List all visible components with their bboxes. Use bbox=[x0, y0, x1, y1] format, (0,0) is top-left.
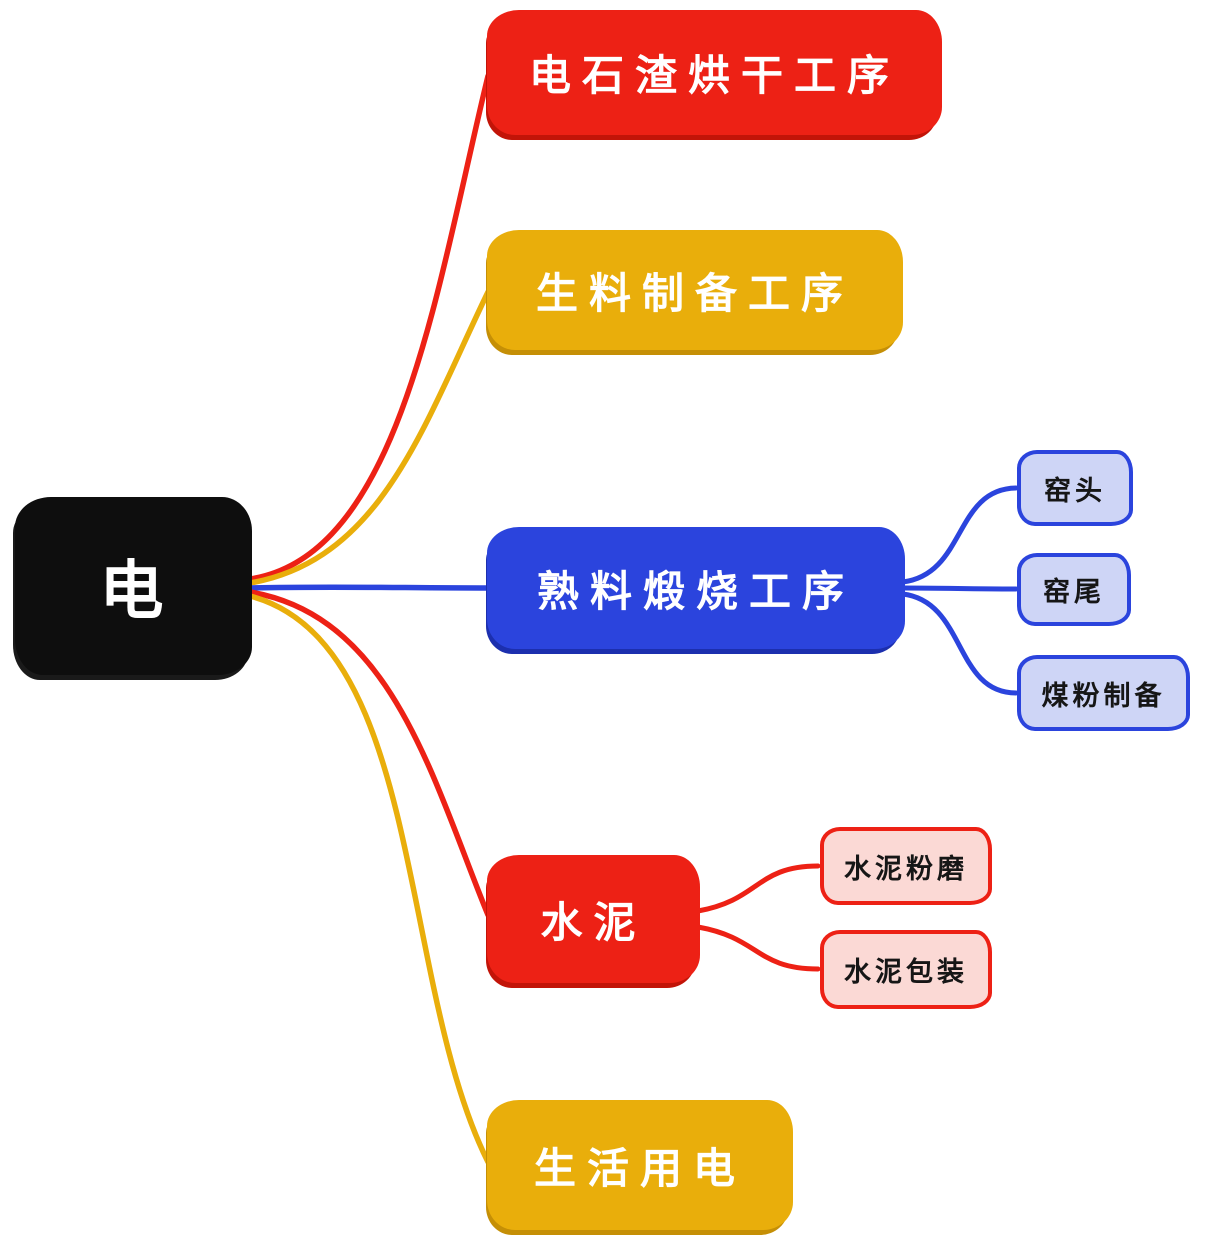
edge-root-to-shengliao bbox=[247, 289, 491, 586]
edge-root-to-shenghuo bbox=[247, 593, 491, 1165]
edge-root-to-shuini bbox=[247, 589, 491, 918]
edge-shuini-to-baozhuang bbox=[695, 924, 821, 972]
node-branch-dianshizha-label: 电石渣烘干工序 bbox=[528, 51, 900, 100]
node-branch-shenghuo-electricity: 生活用电 bbox=[487, 1100, 793, 1230]
edge-root-to-dianshizha bbox=[247, 73, 491, 582]
node-branch-shuliao-calcination: 熟料煅烧工序 bbox=[487, 527, 905, 649]
edge-shuini-to-fenmo bbox=[695, 863, 821, 914]
node-root-label: 电 bbox=[99, 555, 168, 629]
node-branch-shuini-label: 水泥 bbox=[540, 897, 647, 947]
node-child-shuini-fenmo-label: 水泥粉磨 bbox=[844, 853, 968, 885]
edge-root-to-shuliao bbox=[247, 584, 491, 591]
node-branch-dianshizha-drying: 电石渣烘干工序 bbox=[487, 10, 942, 135]
node-child-yaowei-label: 窑尾 bbox=[1043, 577, 1105, 608]
node-branch-shengliao-prep: 生料制备工序 bbox=[487, 230, 903, 350]
node-child-yaowei: 窑尾 bbox=[1017, 553, 1131, 626]
node-child-shuini-baozhuang-label: 水泥包装 bbox=[844, 957, 968, 988]
edge-shuliao-to-meifen bbox=[900, 591, 1019, 696]
edge-shuliao-to-yaowei bbox=[900, 585, 1019, 592]
edge-shuliao-to-yaotou bbox=[900, 485, 1019, 585]
node-child-yaotou: 窑头 bbox=[1017, 450, 1133, 526]
node-branch-shengliao-label: 生料制备工序 bbox=[535, 268, 854, 318]
node-child-shuini-fenmo: 水泥粉磨 bbox=[820, 827, 992, 905]
node-child-meifen-prep: 煤粉制备 bbox=[1017, 655, 1190, 731]
node-child-yaotou-label: 窑头 bbox=[1044, 475, 1106, 507]
node-branch-shenghuo-label: 生活用电 bbox=[533, 1143, 746, 1193]
node-branch-shuliao-label: 熟料煅烧工序 bbox=[536, 566, 855, 616]
node-branch-shuini-cement: 水泥 bbox=[487, 855, 700, 983]
node-child-meifen-label: 煤粉制备 bbox=[1041, 680, 1166, 712]
node-child-shuini-baozhuang: 水泥包装 bbox=[820, 930, 992, 1009]
node-root: 电 bbox=[15, 497, 252, 675]
